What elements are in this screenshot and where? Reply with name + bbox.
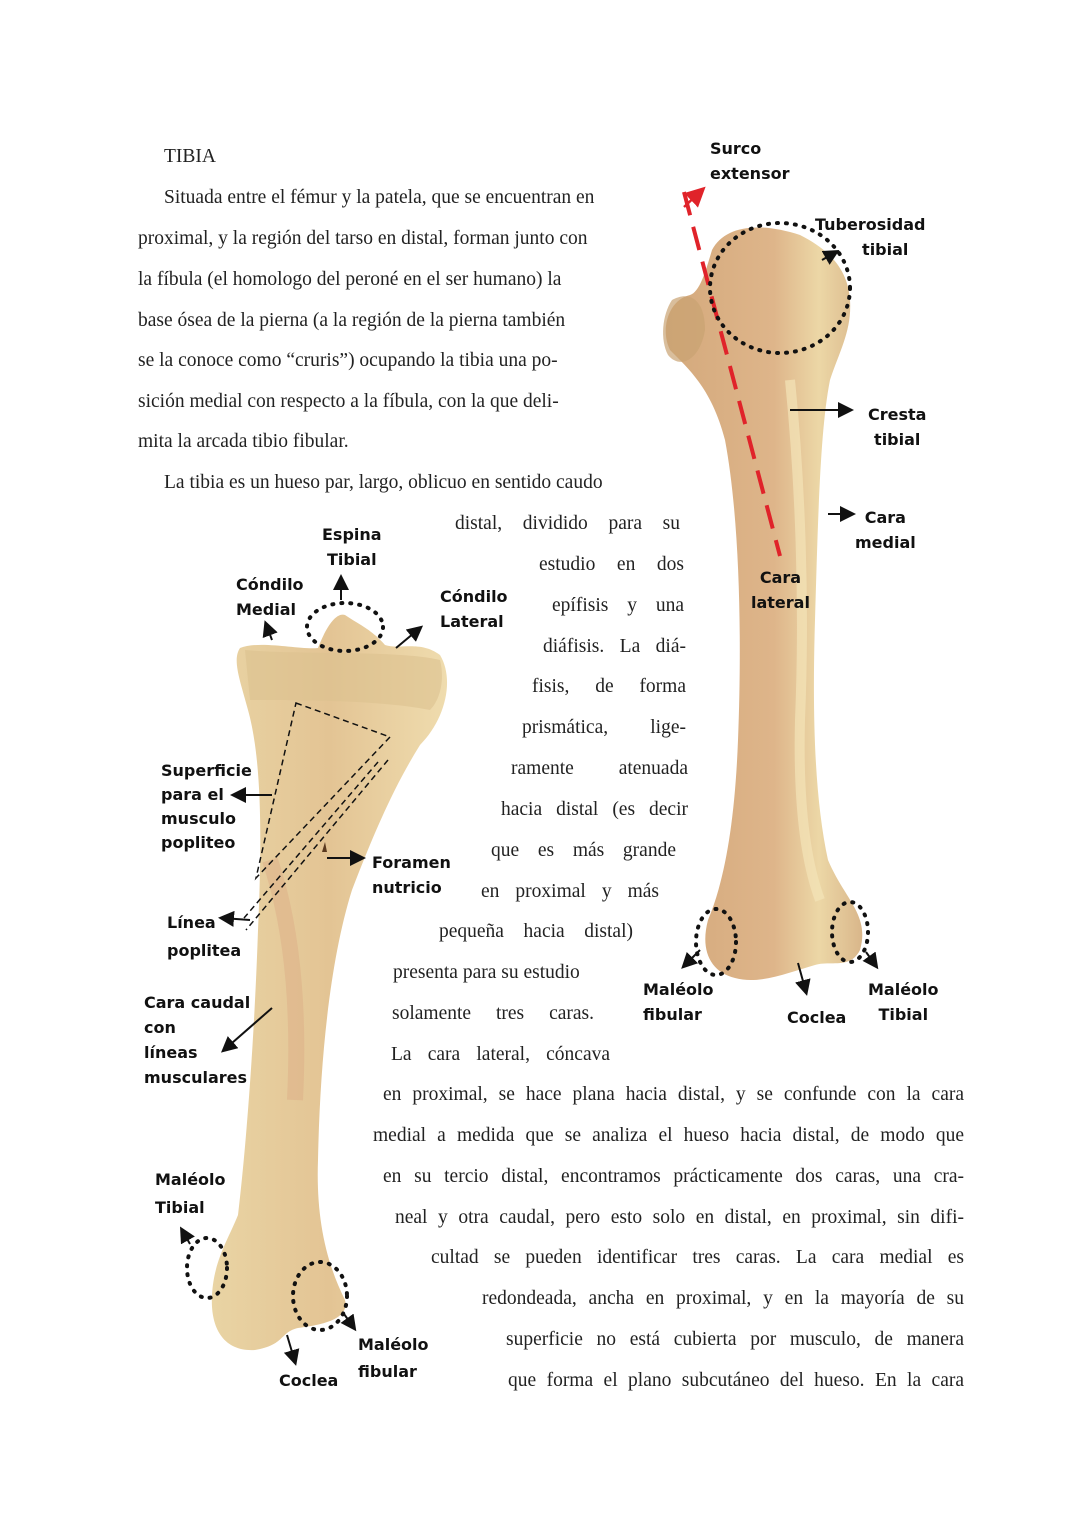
tibia-cranial-view bbox=[663, 227, 863, 981]
label-maleolo-tibial-caudal: Maléolo Tibial bbox=[155, 1166, 226, 1222]
text-line: fisis, de forma bbox=[532, 676, 686, 697]
text-line: cultad se pueden identificar tres caras.… bbox=[431, 1247, 964, 1268]
label-cara-lateral: Cara lateral bbox=[751, 565, 810, 615]
label-line: tibial bbox=[874, 430, 921, 449]
tibia-caudal-view bbox=[211, 614, 448, 1351]
label-line: Medial bbox=[236, 600, 296, 619]
label-maleolo-fibular-cranial: Maléolo fibular bbox=[643, 977, 714, 1027]
label-line: Lateral bbox=[440, 612, 504, 631]
superficie-popliteo-outline bbox=[254, 702, 392, 881]
label-maleolo-tibial-cranial: Maléolo Tibial bbox=[868, 977, 939, 1027]
label-line: tibial bbox=[862, 240, 909, 259]
label-line: Cóndilo bbox=[440, 587, 508, 606]
text-line: proximal, y la región del tarso en dista… bbox=[138, 228, 588, 249]
text-line: superficie no está cubierta por musculo,… bbox=[506, 1329, 964, 1350]
label-coclea-cranial: Coclea bbox=[787, 1008, 847, 1027]
text-line: solamente tres caras. bbox=[392, 1003, 594, 1024]
page-title: TIBIA bbox=[164, 146, 216, 167]
label-line: Cara caudal bbox=[144, 993, 251, 1012]
text-line: neal y otra caudal, pero esto solo en di… bbox=[395, 1207, 964, 1228]
label-line: Maléolo bbox=[643, 980, 714, 999]
label-maleolo-fibular-caudal: Maléolo fibular bbox=[358, 1331, 429, 1385]
label-line: Línea bbox=[167, 913, 216, 932]
label-line: Maléolo bbox=[155, 1170, 226, 1189]
label-condilo-medial: Cóndilo Medial bbox=[236, 572, 304, 622]
text-line: epífisis y una bbox=[552, 595, 684, 616]
label-line: Maléolo bbox=[868, 980, 939, 999]
label-line: fibular bbox=[643, 1005, 702, 1024]
text-line: la fíbula (el homologo del peroné en el … bbox=[138, 269, 562, 290]
label-line: medial bbox=[855, 533, 916, 552]
text-line: estudio en dos bbox=[539, 554, 684, 575]
espina-tibial-circle bbox=[305, 601, 385, 653]
label-linea-poplitea: Línea poplitea bbox=[167, 909, 241, 965]
label-line: nutricio bbox=[372, 878, 442, 897]
label-line: Cara bbox=[864, 508, 906, 527]
label-line: poplitea bbox=[167, 941, 242, 960]
label-line: Tibial bbox=[155, 1198, 205, 1217]
label-line: Tuberosidad bbox=[815, 215, 926, 234]
label-cara-medial: Cara medial bbox=[855, 505, 916, 555]
text-line: mita la arcada tibio fibular. bbox=[138, 431, 349, 452]
label-line: para el bbox=[161, 785, 224, 804]
text-line: en su tercio distal, encontramos práctic… bbox=[383, 1166, 964, 1187]
text-line: en proximal y más bbox=[481, 881, 659, 902]
label-line: musculares bbox=[144, 1068, 248, 1087]
text-line: pequeña hacia distal) bbox=[439, 921, 633, 942]
label-condilo-lateral: Cóndilo Lateral bbox=[440, 584, 508, 634]
text-line: que forma el plano subcutáneo del hueso.… bbox=[508, 1370, 964, 1391]
label-cresta-tibial: Cresta tibial bbox=[868, 402, 926, 452]
label-superficie-popliteo: Superficie para el musculo popliteo bbox=[161, 759, 252, 855]
text-line: sición medial con respecto a la fíbula, … bbox=[138, 391, 559, 412]
text-line: La cara lateral, cóncava bbox=[391, 1044, 610, 1065]
label-line: extensor bbox=[710, 164, 790, 183]
label-coclea-caudal: Coclea bbox=[279, 1371, 339, 1390]
label-line: Cara bbox=[759, 568, 802, 587]
label-line: Foramen bbox=[372, 853, 451, 872]
label-line: Maléolo bbox=[358, 1335, 429, 1354]
text-line: que es más grande bbox=[491, 840, 676, 861]
label-line: Surco bbox=[710, 139, 762, 158]
label-line: con bbox=[144, 1018, 176, 1037]
text-line: presenta para su estudio bbox=[393, 962, 580, 983]
tuberosidad-circle bbox=[708, 221, 852, 355]
label-line: Cresta bbox=[868, 405, 927, 424]
label-line: fibular bbox=[358, 1362, 417, 1381]
label-tuberosidad-tibial: Tuberosidad tibial bbox=[815, 212, 925, 262]
text-line: base ósea de la pierna (a la región de l… bbox=[138, 310, 566, 331]
label-line: Tibial bbox=[878, 1005, 929, 1024]
text-line: medial a medida que se analiza el hueso … bbox=[373, 1125, 964, 1146]
label-line: lateral bbox=[751, 593, 810, 612]
label-cara-caudal: Cara caudal con líneas musculares bbox=[144, 990, 250, 1090]
text-line: ramente atenuada bbox=[511, 758, 688, 779]
text-line: prismática, lige- bbox=[522, 717, 686, 738]
surco-extensor-line bbox=[682, 186, 782, 557]
label-line: musculo bbox=[161, 809, 236, 828]
label-surco-extensor: Surco extensor bbox=[710, 136, 789, 186]
label-line: Espina bbox=[322, 525, 382, 544]
label-line: Superficie bbox=[161, 761, 252, 780]
text-line: Situada entre el fémur y la patela, que … bbox=[164, 187, 595, 208]
label-espina-tibial: Espina Tibial bbox=[322, 522, 382, 572]
text-line: redondeada, ancha en proximal, y en la m… bbox=[482, 1288, 964, 1309]
label-foramen-nutricio: Foramen nutricio bbox=[372, 850, 451, 900]
label-line: Tibial bbox=[326, 550, 377, 569]
text-line: distal, dividido para su bbox=[455, 513, 680, 534]
text-line: diáfisis. La diá- bbox=[543, 636, 686, 657]
text-line: en proximal, se hace plana hacia distal,… bbox=[383, 1084, 964, 1105]
text-line: La tibia es un hueso par, largo, oblicuo… bbox=[164, 472, 603, 493]
label-line: popliteo bbox=[161, 833, 236, 852]
label-line: líneas bbox=[144, 1043, 198, 1062]
text-line: se la conoce como “cruris”) ocupando la … bbox=[138, 350, 558, 371]
label-line: Cóndilo bbox=[236, 575, 304, 594]
text-line: hacia distal (es decir bbox=[501, 799, 688, 820]
